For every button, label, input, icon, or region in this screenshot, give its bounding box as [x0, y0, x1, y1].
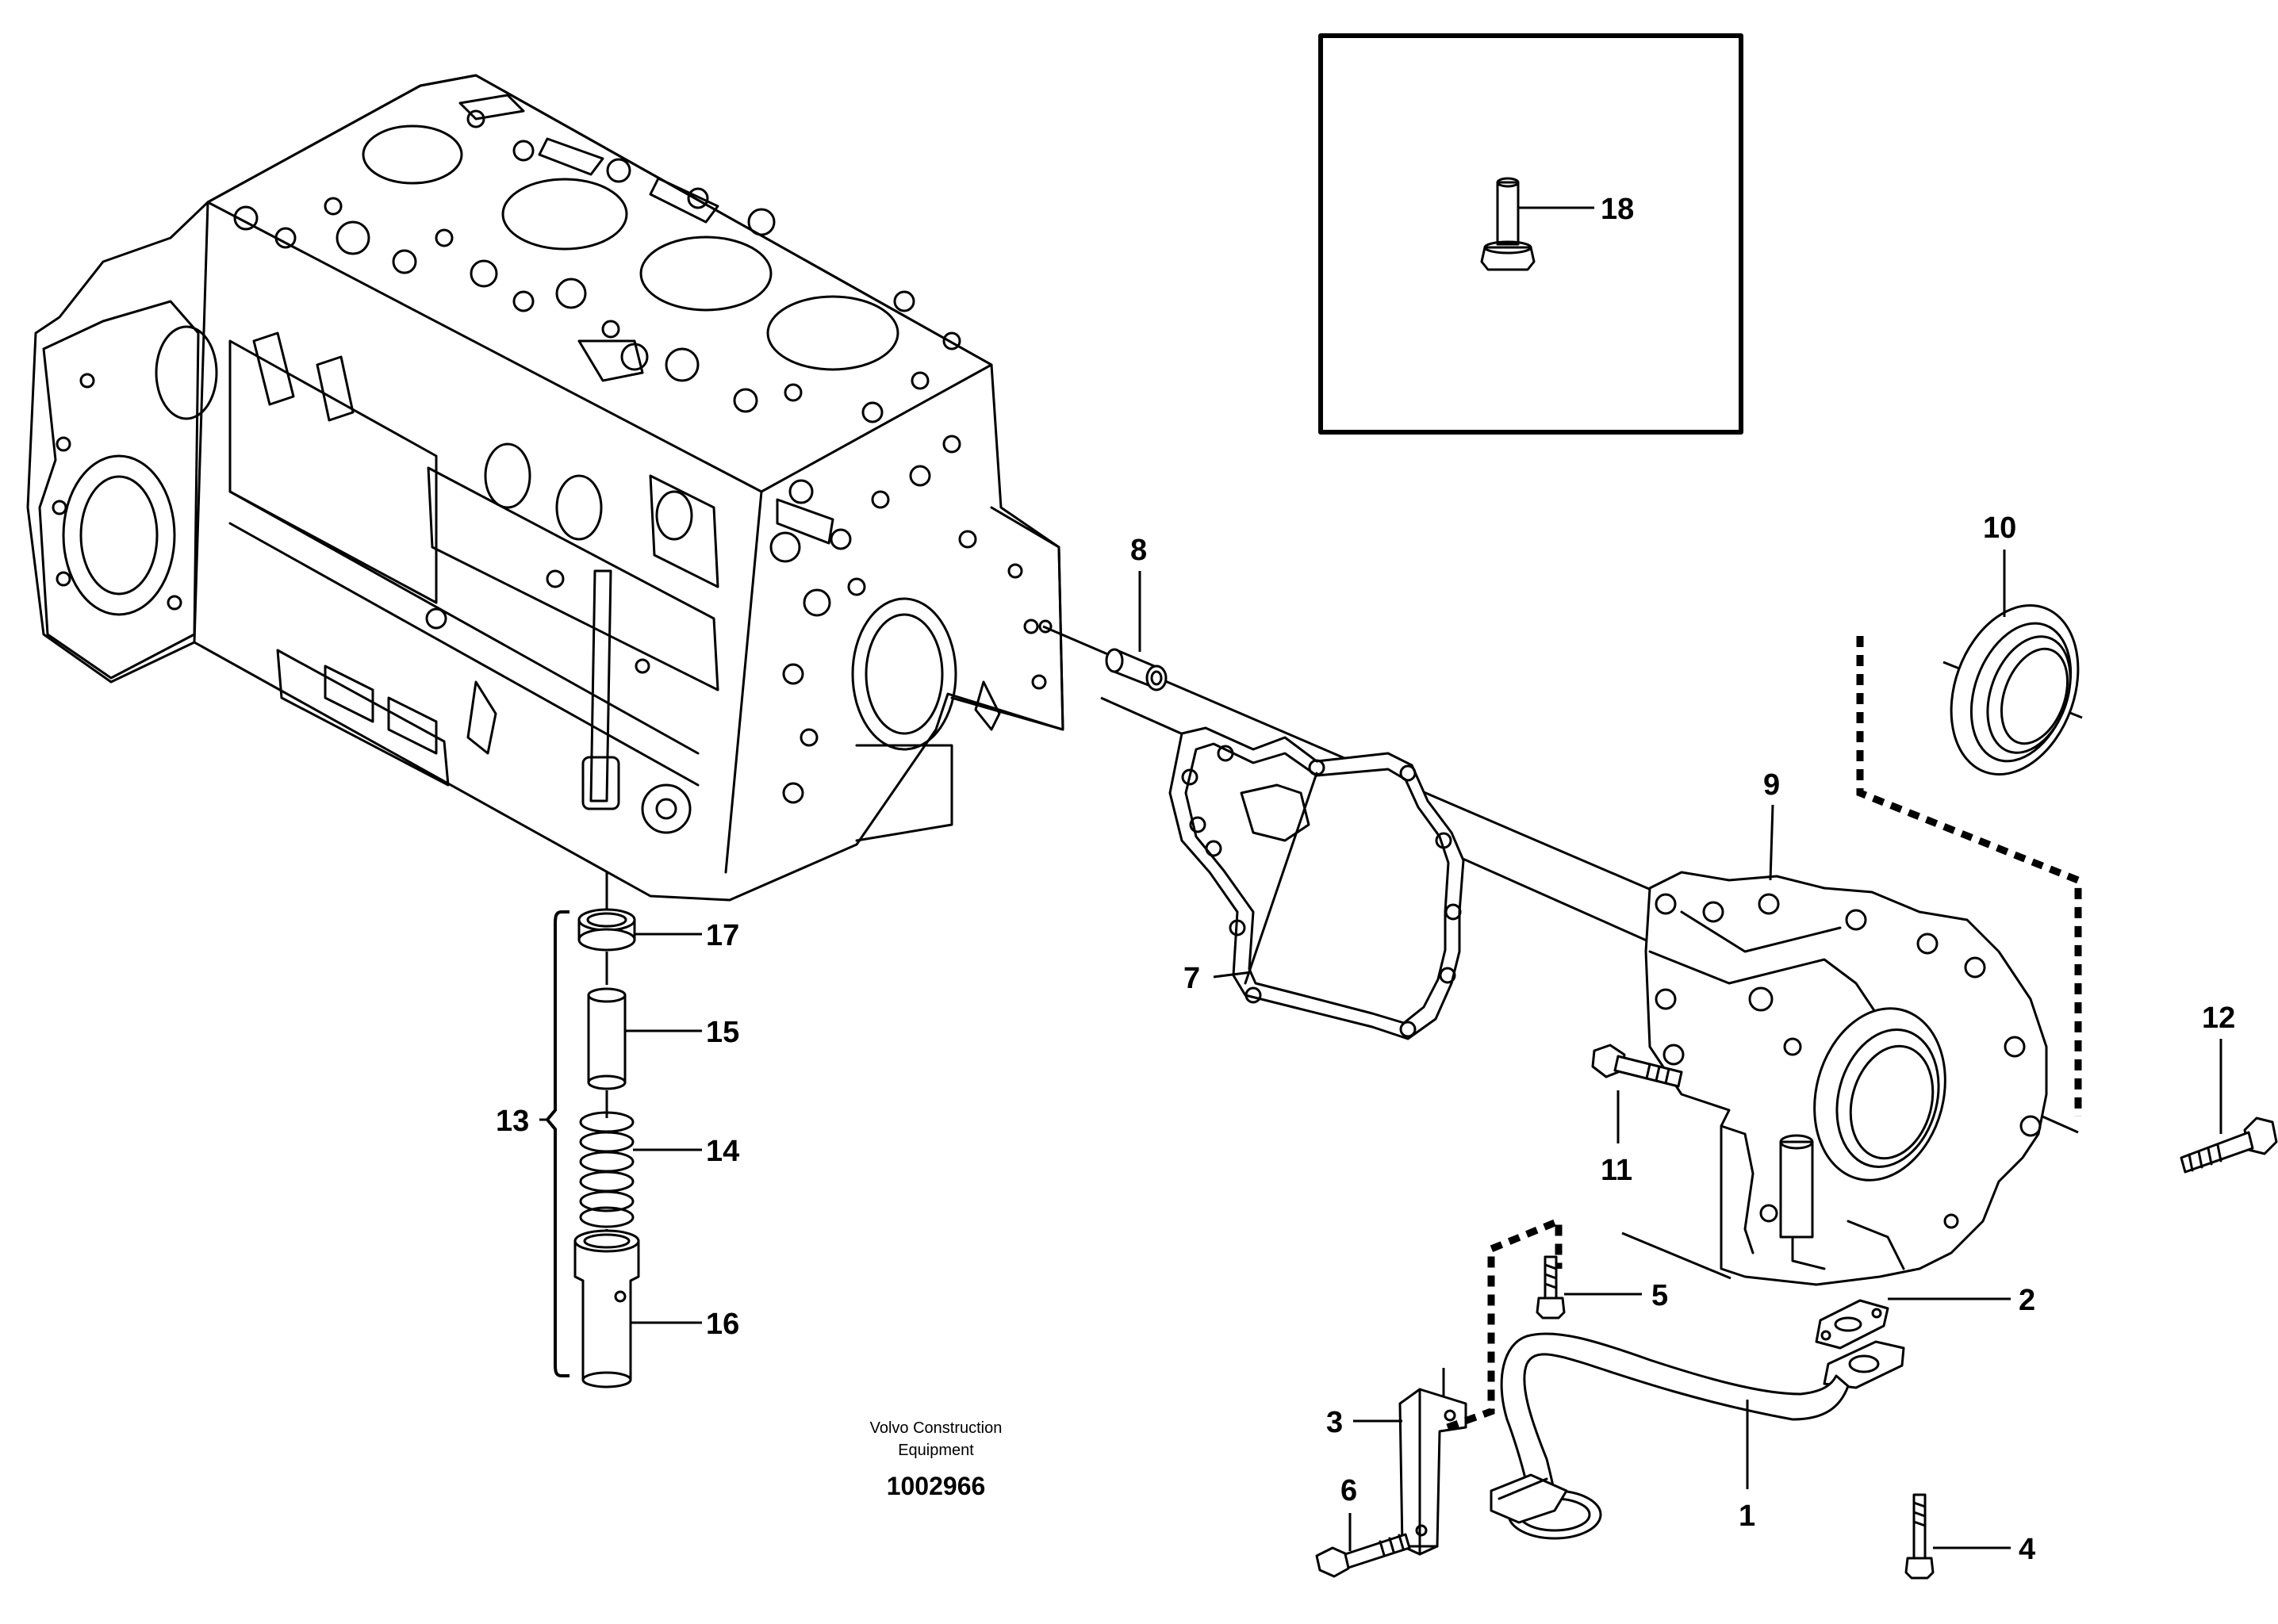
label-14: 14: [706, 1135, 739, 1168]
bolt-4: [1904, 1493, 1935, 1580]
gasket-7: [1168, 726, 1465, 1040]
dowel-8: [1105, 648, 1168, 691]
label-5: 5: [1651, 1279, 1668, 1312]
suction-pipe-1: [1490, 1332, 1905, 1540]
label-12: 12: [2202, 1002, 2235, 1035]
gasket-2: [1815, 1299, 1889, 1350]
credit-line-1: Volvo Construction: [870, 1419, 1003, 1437]
document-number: 1002966: [887, 1472, 986, 1500]
label-16: 16: [706, 1308, 739, 1341]
label-17: 17: [706, 919, 739, 952]
label-4: 4: [2019, 1533, 2035, 1566]
engine-block: [26, 74, 1064, 902]
label-1: 1: [1739, 1500, 1755, 1533]
label-10: 10: [1983, 511, 2016, 545]
group-bracket-13: [545, 910, 570, 1377]
dashed-bracket-seal: [1856, 636, 2082, 1116]
credit-line-2: Equipment: [898, 1442, 974, 1459]
label-7: 7: [1183, 962, 1200, 995]
leader-7: [1213, 971, 1252, 979]
label-6: 6: [1340, 1474, 1357, 1507]
bolt-11: [1591, 1044, 1683, 1088]
inset-box: 18: [1318, 33, 1743, 435]
spring-14: [579, 1111, 635, 1228]
label-15: 15: [706, 1016, 739, 1049]
ring-17: [577, 908, 636, 952]
bolt-5: [1536, 1255, 1566, 1320]
label-18: 18: [1601, 193, 1634, 226]
label-8: 8: [1130, 534, 1147, 567]
label-11: 11: [1601, 1154, 1632, 1187]
label-13: 13: [496, 1105, 529, 1138]
label-2: 2: [2019, 1284, 2035, 1317]
piston-16: [573, 1229, 640, 1388]
sleeve-15: [587, 987, 627, 1090]
bolt-18: [1480, 177, 1536, 271]
leader-9: [1769, 804, 1774, 881]
bolt-6: [1315, 1533, 1411, 1578]
seal-10: [1950, 603, 2080, 776]
label-9: 9: [1763, 768, 1780, 802]
bolt-12: [2180, 1116, 2278, 1174]
oil-pump-9: [1644, 871, 2048, 1286]
label-3: 3: [1326, 1406, 1343, 1439]
bracket-3: [1398, 1388, 1467, 1556]
